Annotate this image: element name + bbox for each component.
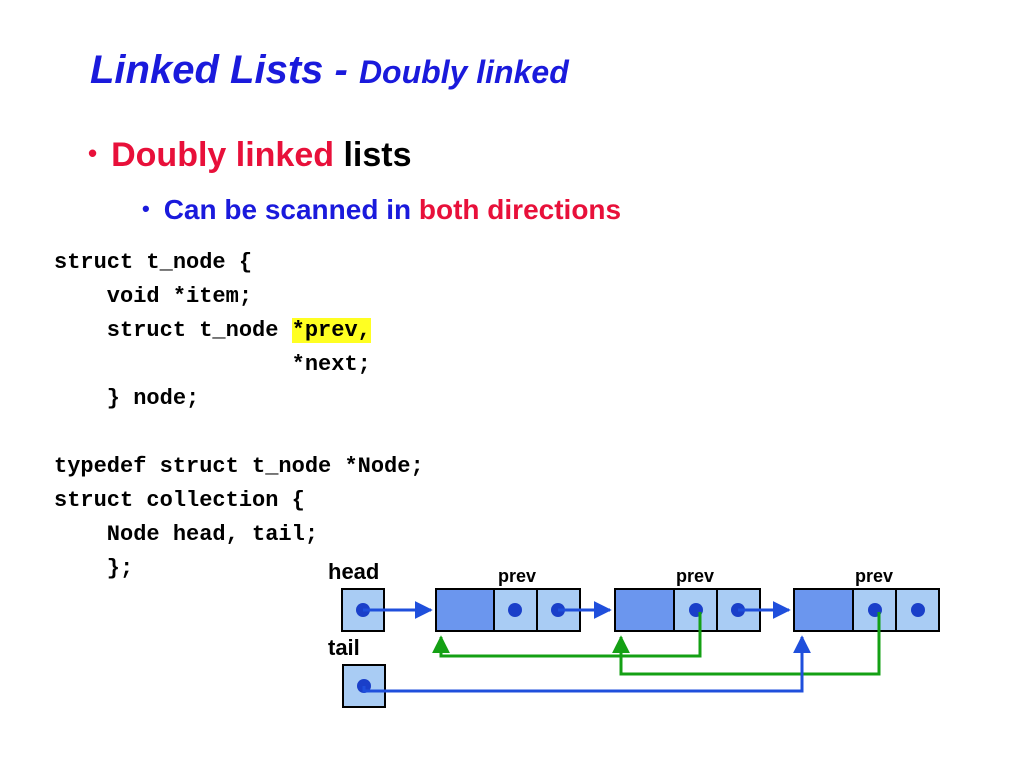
prev-label: prev: [855, 566, 893, 586]
prev-label: prev: [676, 566, 714, 586]
title-sub: Doubly linked: [358, 54, 569, 90]
code-line: struct collection {: [54, 488, 305, 513]
prev-label: prev: [498, 566, 536, 586]
code-line: } node;: [54, 386, 200, 411]
bullet-dot-icon: •: [88, 138, 98, 168]
bullet1-black-text: lists: [334, 136, 412, 174]
highlighted-prev: *prev,: [291, 318, 371, 343]
bullet2-blue-text: Can be scanned in: [163, 194, 419, 225]
list-node: [793, 588, 940, 632]
tail-label: tail: [328, 635, 360, 660]
code-block: struct t_node { void *item; struct t_nod…: [54, 246, 424, 586]
tail-arrow: [362, 635, 811, 693]
code-line: struct t_node {: [54, 250, 253, 275]
item-cell: [614, 588, 675, 632]
bullet2-red-text: both directions: [418, 194, 622, 225]
prev-arrow: [432, 612, 702, 658]
code-line: typedef struct t_node *Node;: [54, 454, 424, 479]
code-line: *next;: [54, 352, 371, 377]
code-line: Node head, tail;: [54, 522, 319, 547]
prev-arrow: [612, 612, 881, 676]
slide-title: Linked Lists - Doubly linked: [90, 50, 569, 90]
list-node: [435, 588, 581, 632]
code-line: void *item;: [54, 284, 253, 309]
title-main: Linked Lists -: [90, 48, 359, 92]
bullet-doubly-linked-lists: • Doubly linked lists: [88, 138, 412, 172]
bullet1-red-text: Doubly linked: [111, 136, 335, 174]
item-cell: [435, 588, 495, 632]
bullet-both-directions: • Can be scanned in both directions: [142, 196, 621, 224]
code-line: };: [54, 556, 134, 581]
sub-bullet-dot-icon: •: [142, 196, 150, 221]
item-cell: [793, 588, 854, 632]
prev-cell: [673, 588, 718, 632]
head-label: head: [328, 559, 379, 584]
code-line: struct t_node: [54, 318, 292, 343]
